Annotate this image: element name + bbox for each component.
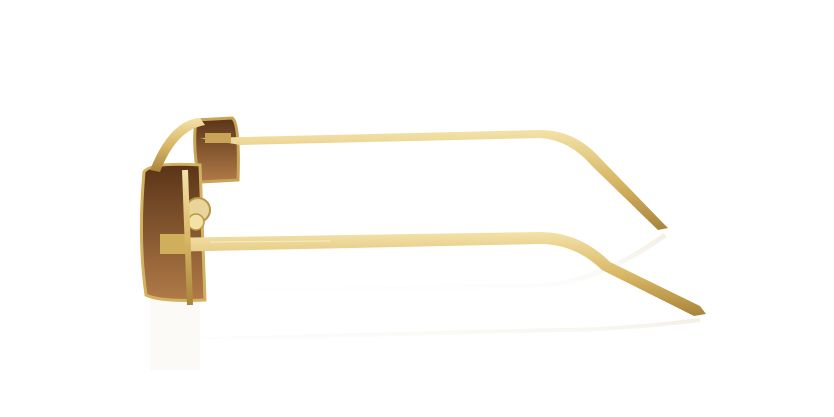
front-hinge <box>160 234 190 254</box>
reflection <box>150 232 701 370</box>
front-lens <box>139 162 207 302</box>
temple-groove <box>209 240 331 243</box>
nose-pad-arm <box>187 213 205 231</box>
back-hinge <box>205 133 231 143</box>
front-rim <box>182 169 193 306</box>
back-temple <box>200 130 668 230</box>
bridge <box>150 118 205 172</box>
front-temple <box>160 232 706 316</box>
